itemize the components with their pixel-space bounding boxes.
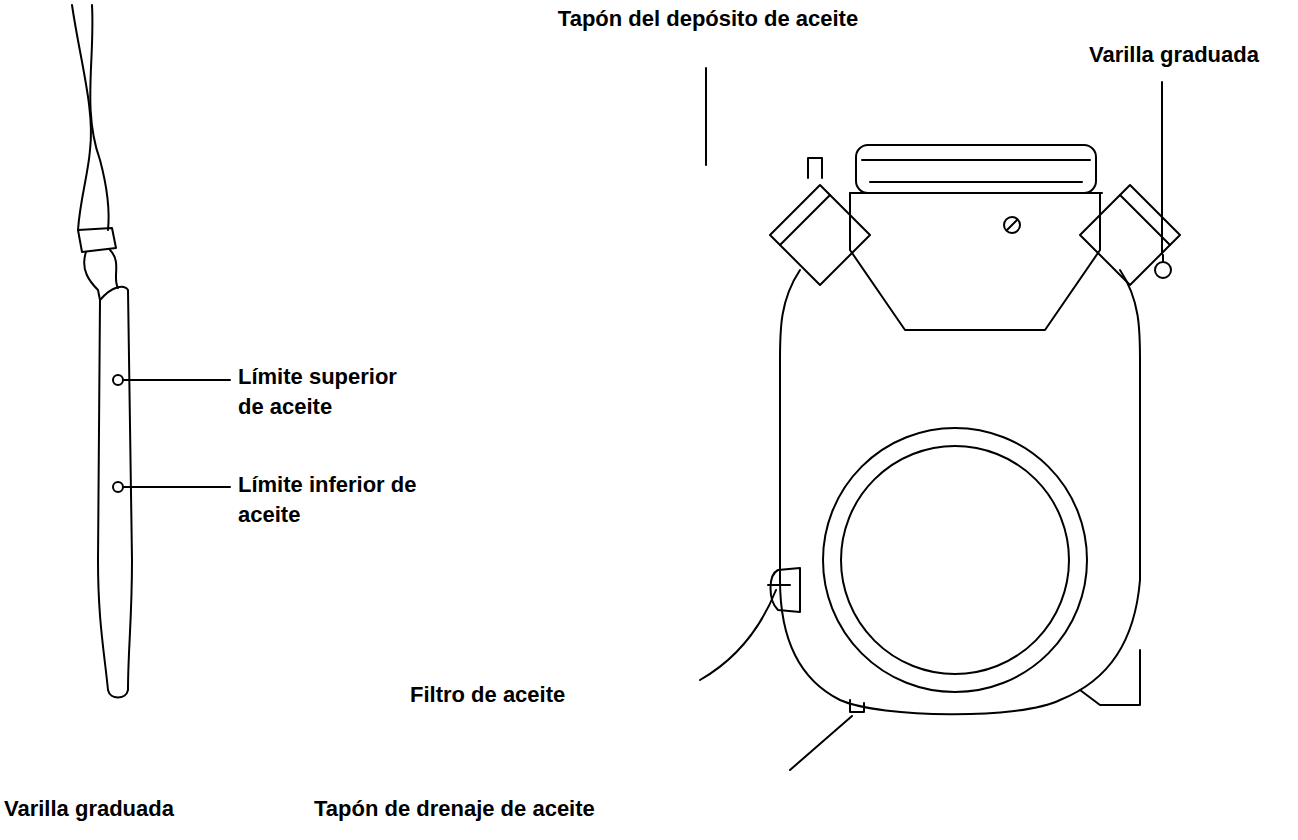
mark-label: Límite superior de aceite xyxy=(238,362,413,422)
leader-lines xyxy=(124,68,1162,770)
dipstick xyxy=(72,5,132,698)
mark-label: Límite inferior de aceite xyxy=(238,470,448,530)
part-label: Varilla graduada xyxy=(4,794,234,824)
part-label: Tapón del depósito de aceite xyxy=(548,4,868,34)
part-label: Tapón de drenaje de aceite xyxy=(314,794,674,824)
part-label: Varilla graduada xyxy=(1089,40,1294,70)
part-label: Filtro de aceite xyxy=(410,680,640,710)
engine-body xyxy=(768,145,1180,714)
